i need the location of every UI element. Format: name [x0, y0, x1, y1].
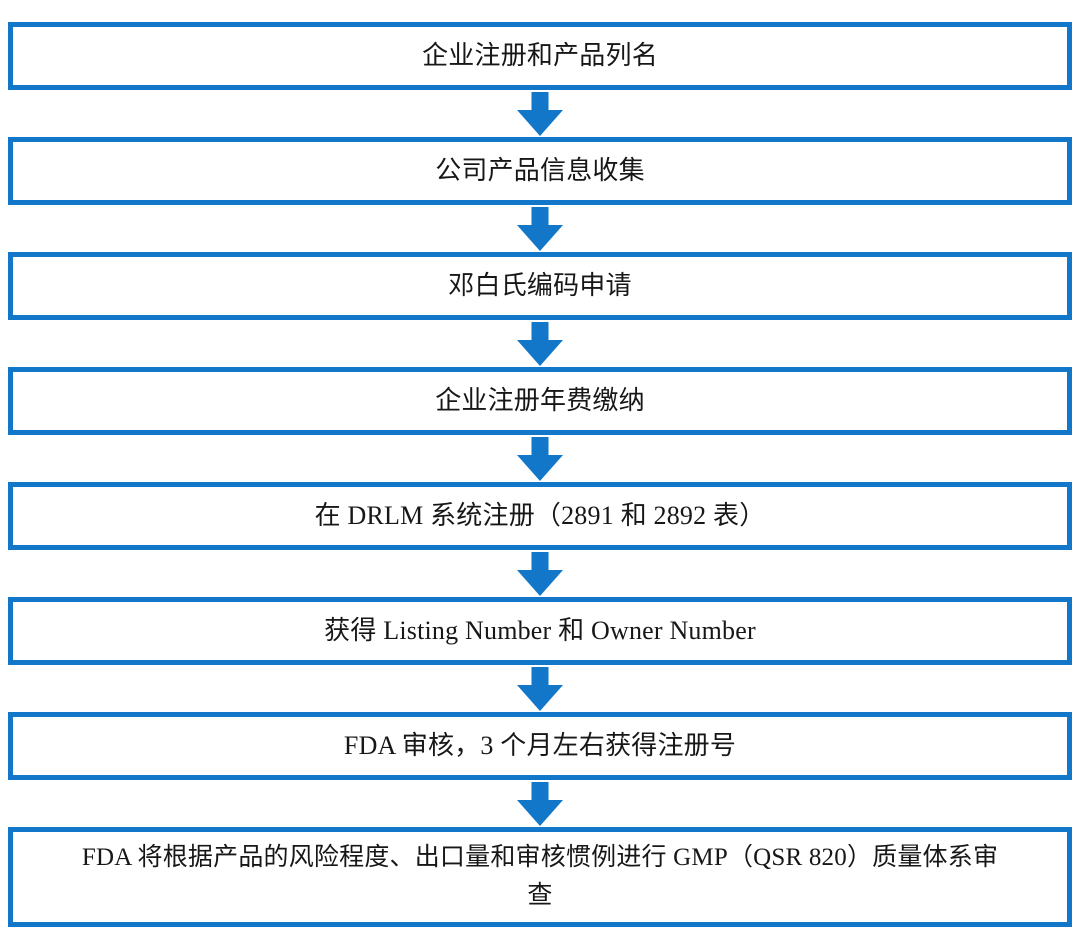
- flow-node-label: 企业注册和产品列名: [422, 40, 658, 70]
- arrow-stem: [531, 552, 549, 571]
- flow-node-7[interactable]: FDA 审核，3 个月左右获得注册号: [8, 712, 1072, 780]
- arrow-head: [517, 800, 563, 826]
- arrow-down-icon: [517, 782, 563, 826]
- arrow-down-icon: [517, 437, 563, 481]
- flow-node-1[interactable]: 企业注册和产品列名: [8, 22, 1072, 90]
- flow-node-label: 公司产品信息收集: [435, 155, 645, 185]
- flow-node-label: 企业注册年费缴纳: [435, 385, 645, 415]
- arrow-head: [517, 340, 563, 366]
- flow-connector-3: [8, 320, 1072, 367]
- arrow-stem: [531, 322, 549, 341]
- arrow-down-icon: [517, 207, 563, 251]
- arrow-head: [517, 570, 563, 596]
- arrow-down-icon: [517, 92, 563, 136]
- flow-node-5[interactable]: 在 DRLM 系统注册（2891 和 2892 表）: [8, 482, 1072, 550]
- arrow-stem: [531, 667, 549, 686]
- arrow-down-icon: [517, 552, 563, 596]
- arrow-stem: [531, 782, 549, 801]
- arrow-head: [517, 685, 563, 711]
- flow-node-label: 邓白氏编码申请: [448, 270, 632, 300]
- flow-node-label: FDA 审核，3 个月左右获得注册号: [343, 730, 737, 760]
- arrow-stem: [531, 92, 549, 111]
- flow-connector-7: [8, 780, 1072, 827]
- arrow-stem: [531, 437, 549, 456]
- arrow-head: [517, 110, 563, 136]
- flow-connector-2: [8, 205, 1072, 252]
- flow-connector-1: [8, 90, 1072, 137]
- flow-node-3[interactable]: 邓白氏编码申请: [8, 252, 1072, 320]
- arrow-head: [517, 225, 563, 251]
- flow-connector-4: [8, 435, 1072, 482]
- flow-node-6[interactable]: 获得 Listing Number 和 Owner Number: [8, 597, 1072, 665]
- arrow-down-icon: [517, 667, 563, 711]
- flow-connector-6: [8, 665, 1072, 712]
- flow-node-label: FDA 将根据产品的风险程度、出口量和审核惯例进行 GMP（QSR 820）质量…: [81, 844, 999, 909]
- arrow-down-icon: [517, 322, 563, 366]
- flow-node-4[interactable]: 企业注册年费缴纳: [8, 367, 1072, 435]
- flow-node-8[interactable]: FDA 将根据产品的风险程度、出口量和审核惯例进行 GMP（QSR 820）质量…: [8, 827, 1072, 927]
- flow-node-2[interactable]: 公司产品信息收集: [8, 137, 1072, 205]
- arrow-stem: [531, 207, 549, 226]
- flow-connector-5: [8, 550, 1072, 597]
- flow-node-label: 在 DRLM 系统注册（2891 和 2892 表）: [314, 500, 766, 530]
- arrow-head: [517, 455, 563, 481]
- flow-node-label: 获得 Listing Number 和 Owner Number: [324, 615, 756, 645]
